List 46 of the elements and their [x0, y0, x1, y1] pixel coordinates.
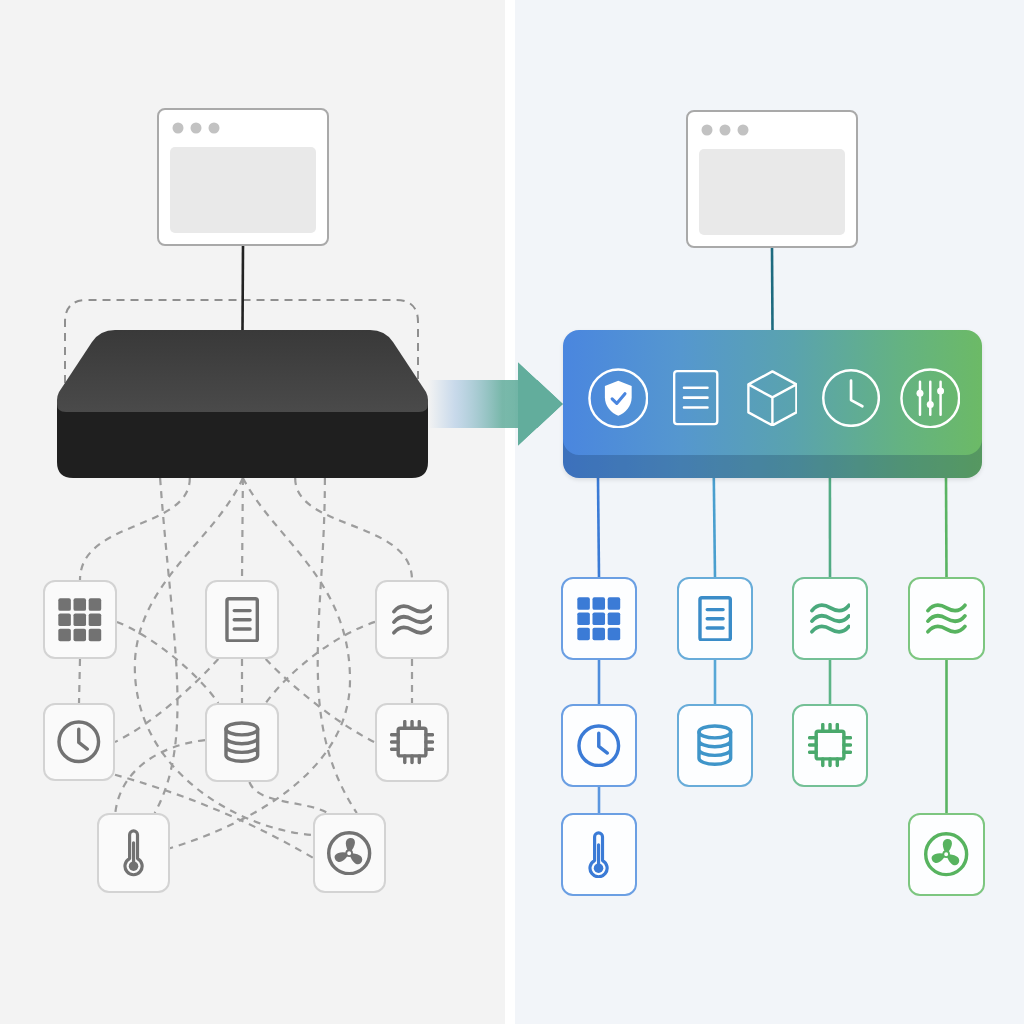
icon-tile [205, 580, 279, 659]
icon-tile [561, 577, 637, 660]
icon-tile [908, 577, 985, 660]
hub-panel [563, 330, 982, 478]
icon-tile [561, 813, 637, 896]
connector-line [713, 660, 717, 704]
dashed-connector [133, 477, 314, 837]
connector-line [828, 660, 832, 704]
connector-line [828, 478, 832, 577]
dashed-connector [114, 658, 220, 743]
dashed-connector [114, 739, 206, 814]
icon-tile [908, 813, 985, 896]
connector-line [944, 478, 948, 577]
dashed-connector [153, 477, 179, 814]
icon-tile [43, 580, 117, 659]
icon-tile [205, 703, 279, 782]
connector-line [712, 478, 717, 577]
icon-tile [792, 577, 868, 660]
icon-tile [677, 704, 753, 787]
dashed-connector [169, 477, 352, 850]
dashed-connector [116, 620, 220, 704]
icon-tile [792, 704, 868, 787]
connector-line [597, 660, 601, 704]
icon-tile [43, 703, 115, 781]
connector-line [596, 478, 601, 577]
block-arrow [428, 362, 563, 446]
dashed-connector [77, 658, 82, 704]
dashed-connector [78, 477, 191, 581]
dashed-connector [248, 781, 329, 814]
icon-tile [677, 577, 753, 660]
dashed-connector [240, 659, 244, 703]
dashed-connector [264, 620, 376, 704]
connector-line [945, 660, 948, 813]
icon-tile [97, 813, 170, 893]
dashed-connector [316, 478, 358, 814]
dashed-connector [114, 773, 314, 859]
icon-tile [561, 704, 637, 787]
dashed-connector [264, 658, 376, 744]
icon-tile [375, 580, 449, 659]
icon-tile [375, 703, 449, 782]
dashed-connector [410, 659, 414, 703]
hardware-device [57, 330, 428, 478]
icon-tile [313, 813, 386, 893]
connector-line [597, 787, 601, 813]
connector-line [241, 246, 245, 330]
connector-line [770, 248, 774, 330]
